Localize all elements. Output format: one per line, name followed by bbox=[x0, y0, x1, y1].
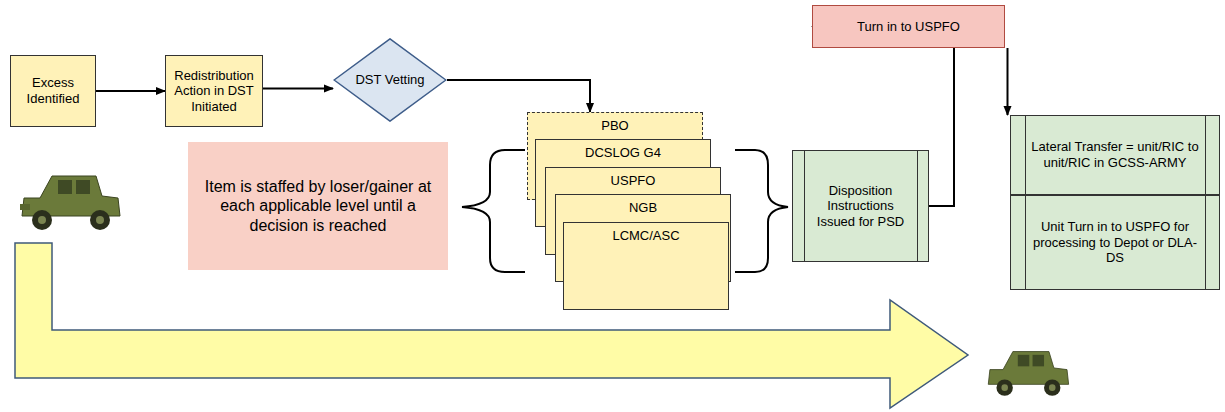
flow-arrow bbox=[15, 243, 968, 408]
process-box: Excess Identified bbox=[10, 55, 96, 127]
node-text: DST Vetting bbox=[355, 72, 424, 88]
side-bar bbox=[1025, 196, 1026, 289]
connector-arrow bbox=[1007, 48, 1009, 115]
decision-diamond: DST Vetting bbox=[333, 38, 447, 122]
node-text: Unit Turn in to USPFO for processing to … bbox=[1031, 219, 1199, 266]
side-bar bbox=[804, 151, 805, 261]
predefined-process-cell: Lateral Transfer = unit/RIC to unit/RIC … bbox=[1010, 115, 1220, 195]
node-text: Excess Identified bbox=[17, 75, 89, 106]
node-text: DCSLOG G4 bbox=[585, 145, 661, 161]
node-text: PBO bbox=[601, 118, 628, 134]
side-bar bbox=[1025, 116, 1026, 194]
node-text: Redistribution Action in DST Initiated bbox=[172, 68, 256, 115]
note-box: Item is staffed by loser/gainer at each … bbox=[188, 142, 448, 270]
node-text: Turn in to USPFO bbox=[857, 19, 960, 35]
vehicle-icon bbox=[20, 176, 120, 230]
predefined-process-box: Disposition Instructions Issued for PSD bbox=[792, 150, 929, 262]
process-box: Redistribution Action in DST Initiated bbox=[165, 55, 263, 127]
side-bar bbox=[1205, 196, 1206, 289]
node-text: LCMC/ASC bbox=[612, 228, 679, 244]
node-text: USPFO bbox=[611, 173, 656, 189]
diamond-outline bbox=[334, 39, 446, 121]
node-text: Item is staffed by loser/gainer at each … bbox=[198, 177, 438, 235]
predefined-process-cell: Unit Turn in to USPFO for processing to … bbox=[1010, 195, 1220, 290]
side-bar bbox=[1205, 116, 1206, 194]
connector-arrow bbox=[263, 88, 333, 90]
node-text: Disposition Instructions Issued for PSD bbox=[809, 183, 912, 230]
level-card: LCMC/ASC bbox=[563, 222, 729, 310]
vehicle-icon bbox=[988, 352, 1068, 396]
node-text: NGB bbox=[629, 200, 657, 216]
process-box: Turn in to USPFO bbox=[812, 5, 1005, 48]
node-text: Lateral Transfer = unit/RIC to unit/RIC … bbox=[1031, 139, 1199, 170]
connector-arrow bbox=[447, 80, 590, 112]
bracket bbox=[735, 150, 788, 272]
side-bar bbox=[917, 151, 918, 261]
bracket bbox=[462, 150, 525, 272]
connector-arrow bbox=[96, 90, 165, 92]
